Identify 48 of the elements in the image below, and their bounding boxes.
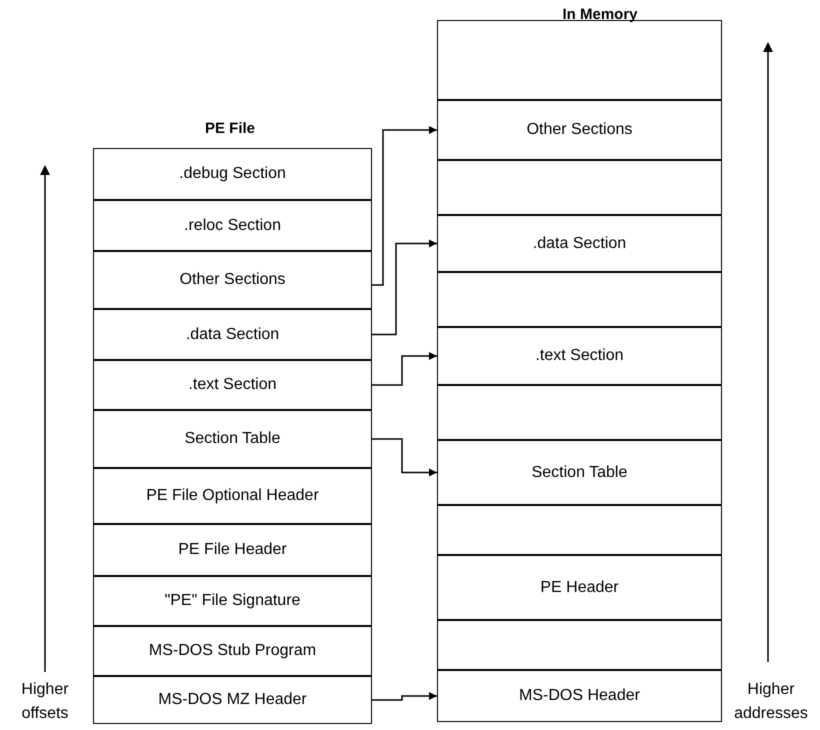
memory-section-box	[437, 327, 722, 385]
section-label: MS-DOS Stub Program	[148, 642, 316, 660]
arrow	[372, 438, 437, 476]
section-label: MS-DOS MZ Header	[158, 691, 307, 709]
section-label: MS-DOS Header	[519, 687, 640, 705]
memory-section-box	[93, 576, 372, 626]
section-label: .data Section	[532, 234, 626, 252]
section-label: .debug Section	[179, 165, 286, 183]
memory-section-box	[93, 200, 372, 251]
section-label: Other Sections	[526, 121, 632, 139]
column-heading: In Memory	[561, 6, 638, 23]
memory-section-box	[437, 440, 722, 505]
memory-section-box	[93, 676, 372, 724]
arrow	[372, 352, 437, 386]
section-label: "PE" File Signature	[164, 592, 300, 610]
section-label: .reloc Section	[184, 216, 281, 234]
memory-section-box	[437, 555, 722, 620]
memory-section-box	[93, 468, 372, 524]
memory-section-box	[93, 524, 372, 576]
section-label: Section Table	[532, 464, 628, 482]
memory-section-box	[437, 215, 722, 272]
section-label: .text Section	[188, 376, 277, 394]
column-heading: PE File	[204, 120, 256, 137]
section-label: Other Sections	[180, 271, 286, 289]
memory-section-box	[437, 100, 722, 160]
memory-section-box	[93, 360, 372, 410]
section-label: Section Table	[184, 430, 280, 448]
memory-section-box	[437, 670, 722, 722]
memory-section-box	[93, 251, 372, 309]
empty-section-box	[437, 160, 722, 215]
empty-section-box	[437, 385, 722, 440]
section-label: PE Header	[540, 578, 619, 596]
section-label: PE File Header	[178, 541, 287, 559]
memory-section-box	[93, 148, 372, 200]
section-label: .text Section	[535, 347, 624, 365]
arrow	[372, 126, 437, 286]
section-label: PE File Optional Header	[146, 487, 319, 505]
empty-section-box	[437, 505, 722, 555]
memory-section-box	[93, 309, 372, 360]
empty-section-box	[437, 272, 722, 327]
section-label: .data Section	[186, 326, 280, 344]
memory-section-box	[93, 410, 372, 468]
arrow	[372, 240, 437, 336]
direction-label: Higher addresses	[733, 680, 809, 724]
memory-section-box	[93, 626, 372, 676]
arrow	[372, 692, 437, 701]
empty-section-box	[437, 620, 722, 670]
direction-label: Higher offsets	[20, 680, 70, 724]
